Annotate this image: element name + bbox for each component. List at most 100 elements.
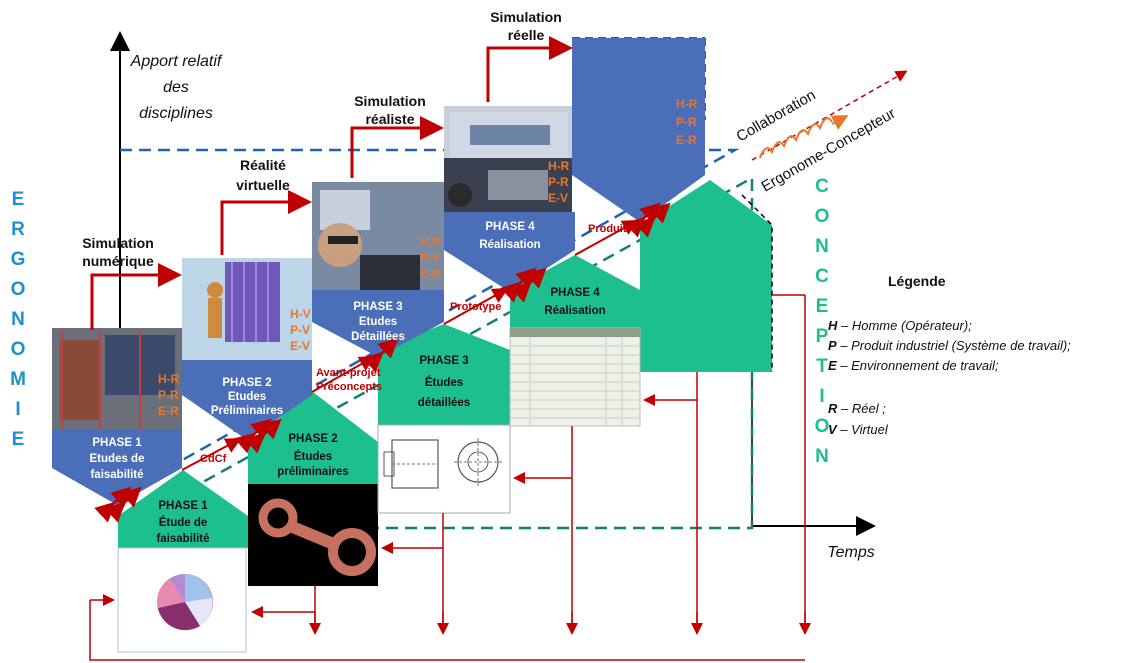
ergo-3-tag-e: E-R (420, 267, 441, 281)
ergonomie-letter-2: R (11, 219, 25, 240)
ergo-phase-1-line-2: faisabilité (90, 469, 143, 481)
conc-phase-3-line-1: Études (425, 376, 463, 389)
collaboration-label: Collaboration (734, 87, 819, 146)
ergonomie-letter-6: O (11, 339, 26, 360)
ergo-1-tag-p: P-R (158, 388, 179, 402)
x-axis-label: Temps (827, 544, 874, 561)
simulation-arrows (90, 36, 573, 330)
ergo-4-tag-e: E-V (548, 191, 568, 205)
sim-3-line-1: Simulation (354, 93, 426, 109)
ergonomie-letter-5: N (11, 309, 25, 330)
ergonomie-letter-9: E (12, 429, 25, 450)
conception-letter-7: T (816, 356, 828, 377)
ergonomics-phases (52, 38, 705, 505)
sim-1-line-2: numérique (82, 253, 154, 269)
ergo-2-tag-e: E-V (290, 339, 310, 353)
sim-1-line-1: Simulation (82, 235, 154, 251)
sim-2-line-2: virtuelle (236, 177, 290, 193)
conception-letter-5: E (816, 296, 829, 317)
legend-text-v: Virtuel (851, 422, 889, 437)
conc-photo-3-technical-drawing (377, 424, 511, 514)
conc-phase-4-line-1: Réalisation (544, 305, 605, 317)
conc-photo-1-pie-chart (117, 547, 247, 653)
milestone-avant-projet: Avant-projet (316, 367, 381, 379)
ergo-phase-4-line-1: Réalisation (479, 239, 540, 251)
ergo-3-tag-p: P-V (420, 251, 440, 265)
ergo-phase-1-title: PHASE 1 (92, 437, 142, 449)
conception-letter-6: P (816, 326, 829, 347)
ergonomie-letter-3: G (11, 249, 26, 270)
y-axis-label-2: des (163, 79, 189, 96)
ergo-2-tag-h: H-V (290, 307, 311, 321)
ergonomie-letter-4: O (11, 279, 26, 300)
milestone-prototype: Prototype (450, 301, 501, 313)
legend-key-v: V (828, 422, 838, 437)
conc-phase-2-line-1: Études (294, 450, 332, 463)
conc-phase-3-shape (378, 324, 510, 425)
legend-item-v: V – Virtuel (828, 422, 889, 437)
conc-phase-1-shape (118, 470, 248, 548)
ergo-phase-2-line-1: Etudes (228, 391, 266, 403)
legend-key-r: R (828, 401, 838, 416)
conc-phase-3-line-2: détaillées (418, 397, 470, 409)
ergo-tags: H-R P-R E-R H-V P-V E-V H-R P-V E-R H-R … (158, 97, 698, 418)
legend-title: Légende (888, 273, 946, 289)
ergo-final-shape (572, 38, 705, 222)
ergo-5-tag-e: E-R (676, 133, 697, 147)
y-axis-label-1: Apport relatif (130, 53, 223, 70)
conception-letter-3: N (815, 236, 829, 257)
ergo-2-tag-p: P-V (290, 323, 310, 337)
ergo-phase-3-shape (312, 290, 444, 357)
conc-phase-2-title: PHASE 2 (288, 433, 337, 445)
legend-text-p: Produit industriel (Système de travail); (851, 338, 1071, 353)
ergo-4-tag-p: P-R (548, 175, 569, 189)
sim-3-line-2: réaliste (365, 111, 414, 127)
legend-key-p: P (828, 338, 837, 353)
conception-letter-1: C (815, 176, 829, 197)
sim-4-line-1: Simulation (490, 9, 562, 25)
conc-phase-texts: PHASE 1 Étude de faisabilité PHASE 2 Étu… (156, 287, 605, 545)
legend-text-e: Environnement de travail; (851, 358, 999, 373)
ergo-1-tag-h: H-R (158, 372, 180, 386)
conc-phase-2-shape (248, 392, 378, 484)
conception-letter-9: O (815, 416, 830, 437)
legend-item-h: H – Homme (Opérateur); (828, 318, 972, 333)
ergo-phase-4-shape (444, 212, 575, 292)
conception-letter-4: C (815, 266, 829, 287)
ergo-phase-4-title: PHASE 4 (485, 221, 535, 233)
conception-letter-8: I (819, 386, 824, 407)
ergo-3-tag-h: H-R (420, 235, 442, 249)
milestone-labels: CdCf Avant-projet Préconcepts Prototype … (200, 223, 627, 465)
ergo-4-tag-h: H-R (548, 159, 570, 173)
conception-letter-2: O (815, 206, 830, 227)
exchange-arrows (94, 202, 671, 523)
legend: Légende H – Homme (Opérateur); P – Produ… (828, 273, 1071, 437)
ergo-phase-1-line-1: Etudes de (90, 453, 145, 465)
legend-item-p: P – Produit industriel (Système de trava… (828, 338, 1071, 353)
ergo-phase-1-shape (52, 430, 182, 505)
legend-item-r: R – Réel ; (828, 401, 886, 416)
ergonomie-letter-7: M (10, 369, 26, 390)
conc-phase-1-title: PHASE 1 (158, 500, 208, 512)
ergo-5-tag-p: P-R (676, 115, 697, 129)
ergo-phase-2-title: PHASE 2 (222, 377, 271, 389)
ergo-5-tag-h: H-R (676, 97, 698, 111)
ergonomie-letter-1: E (12, 189, 25, 210)
ergo-phase-2-line-2: Préliminaires (211, 405, 283, 417)
ergo-photo-2 (182, 258, 312, 360)
ergo-photo-4 (444, 106, 572, 212)
legend-item-e: E – Environnement de travail; (828, 358, 999, 373)
legend-text-r: Réel ; (852, 401, 886, 416)
ergo-phase-3-line-2: Détaillées (351, 331, 405, 343)
y-axis-label-3: disciplines (139, 105, 213, 122)
conc-photo-4-table (509, 327, 641, 427)
ergo-phase-3-line-1: Etudes (359, 316, 397, 328)
milestone-cdcf: CdCf (200, 453, 227, 465)
ergonomics-dashed-envelope (119, 148, 740, 497)
ergonomie-letter-8: I (15, 399, 20, 420)
ergo-photo-3 (312, 182, 444, 290)
legend-text-h: Homme (Opérateur); (852, 318, 972, 333)
ergo-photo-1 (52, 328, 182, 430)
